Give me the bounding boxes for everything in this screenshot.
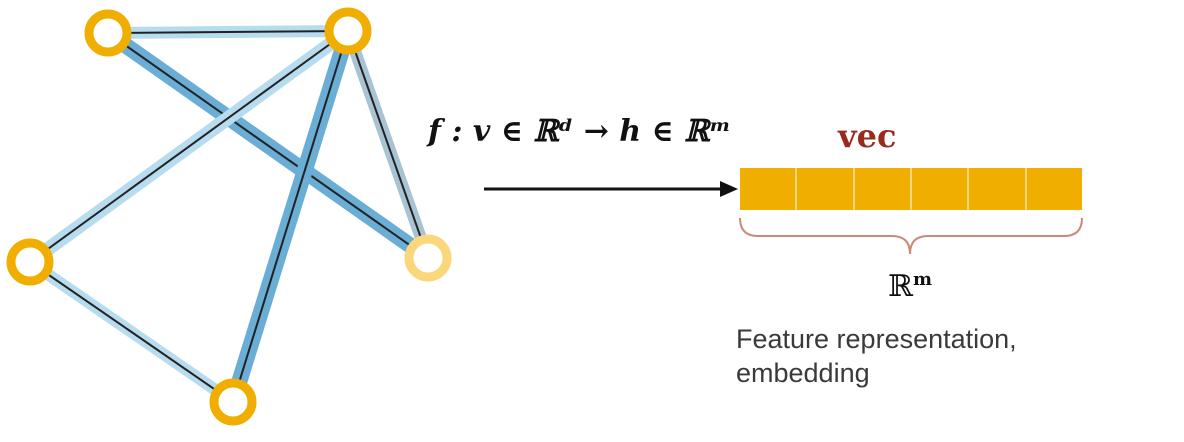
caption: Feature representation, embedding bbox=[736, 322, 1096, 390]
mapping-formula: f : v ∈ ℝᵈ → h ∈ ℝᵐ bbox=[428, 114, 731, 149]
graph-edges bbox=[23, 23, 436, 410]
vector-cell bbox=[797, 168, 855, 210]
graph-nodes bbox=[6, 7, 452, 426]
edge-core-tl-mr bbox=[107, 32, 429, 259]
embedding-space-label: ℝm bbox=[888, 262, 932, 305]
graph-node-b bbox=[209, 378, 257, 426]
caption-line-2: embedding bbox=[736, 358, 870, 388]
edge-core-tr-ml bbox=[29, 30, 349, 263]
graph-node-ml bbox=[6, 238, 54, 286]
vector-cell bbox=[1027, 168, 1082, 210]
vector-cell bbox=[969, 168, 1027, 210]
edge-core-ml-b bbox=[29, 261, 234, 403]
space-base: ℝ bbox=[888, 269, 913, 304]
mapping-arrow bbox=[484, 181, 738, 197]
graph-node-tr bbox=[324, 7, 372, 55]
graph-node-mr bbox=[404, 234, 452, 282]
edge-core-tl-tr bbox=[107, 30, 349, 34]
underbrace bbox=[739, 217, 1083, 255]
vector-label: vec bbox=[838, 117, 897, 155]
embedding-vector bbox=[740, 168, 1082, 210]
edge-core-tr-b bbox=[232, 30, 349, 403]
vector-cell bbox=[855, 168, 912, 210]
arrow-head bbox=[720, 181, 738, 197]
graph-node-tl bbox=[84, 9, 132, 57]
vector-cell bbox=[912, 168, 970, 210]
vector-cell bbox=[740, 168, 798, 210]
edge-core-tr-mr bbox=[347, 30, 429, 259]
caption-line-1: Feature representation, bbox=[736, 324, 1017, 354]
space-exponent: m bbox=[912, 269, 932, 290]
